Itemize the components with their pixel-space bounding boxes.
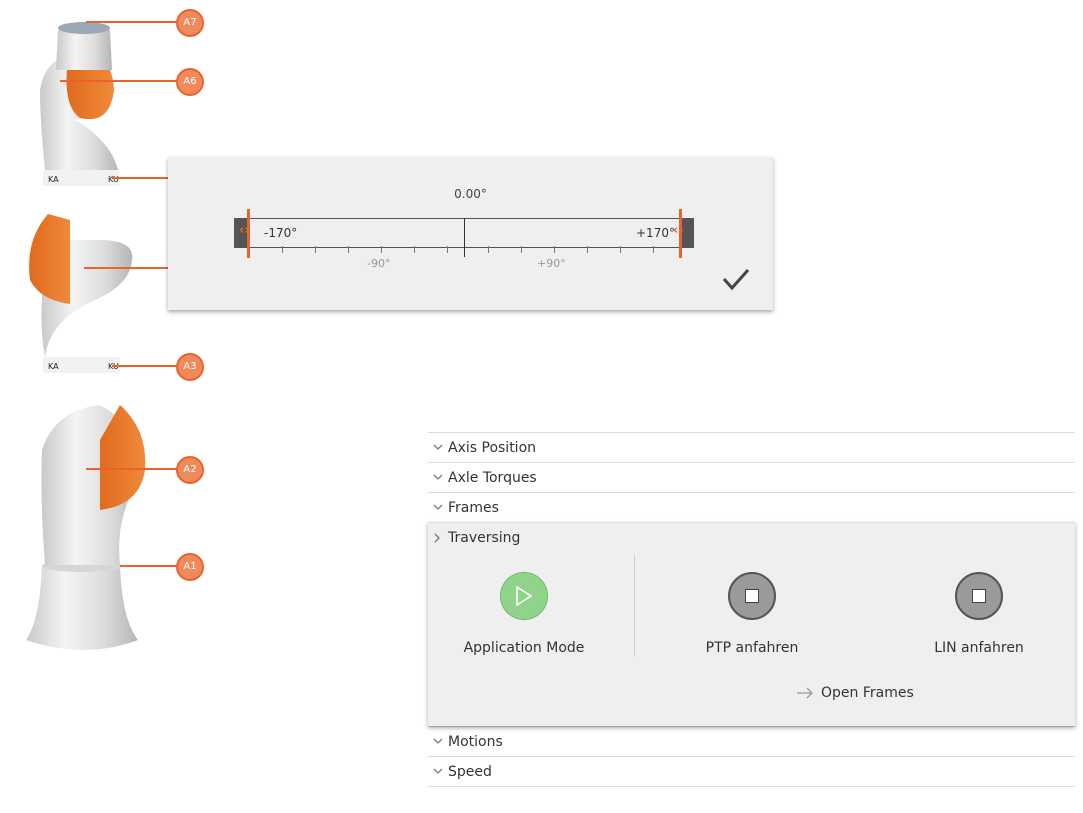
range-end-left: [234, 218, 249, 248]
chevron-down-icon: [428, 738, 447, 745]
tick-label-minus-90: -90°: [367, 257, 391, 270]
checkmark-icon[interactable]: [721, 264, 751, 294]
section-motions[interactable]: Motions: [428, 726, 1075, 756]
chevron-down-icon: [428, 444, 447, 451]
divider: [634, 555, 635, 657]
open-frames-label: Open Frames: [821, 685, 914, 701]
lin-anfahren-button[interactable]: LIN anfahren: [889, 572, 1069, 656]
axis-badge-a3[interactable]: A3: [176, 353, 204, 381]
max-handle-arrows-icon[interactable]: ‹›: [673, 223, 684, 238]
max-limit-label: +170°: [636, 226, 675, 240]
axis-badge-a2[interactable]: A2: [176, 456, 204, 484]
max-limit-handle[interactable]: [679, 209, 682, 258]
section-frames[interactable]: Frames: [428, 492, 1075, 522]
stop-icon: [728, 572, 776, 620]
section-axle-torques[interactable]: Axle Torques: [428, 462, 1075, 492]
application-mode-button[interactable]: Application Mode: [434, 572, 614, 656]
axis-badge-a7[interactable]: A7: [176, 9, 204, 37]
section-traversing-expanded: Traversing Application Mode PTP anfahren…: [428, 522, 1075, 726]
min-handle-arrows-icon[interactable]: ‹›: [239, 223, 250, 238]
chevron-down-icon: [428, 474, 447, 481]
button-label: PTP anfahren: [705, 640, 799, 656]
svg-text:KA: KA: [48, 175, 59, 184]
chevron-down-icon: [428, 504, 447, 511]
axis-badge-a6[interactable]: A6: [176, 68, 204, 96]
button-label: LIN anfahren: [934, 640, 1024, 656]
axis-range-panel: 0.00° ‹› ‹› -170° +170° -90° +90°: [168, 157, 773, 310]
section-label: Axle Torques: [448, 469, 537, 486]
ptp-anfahren-button[interactable]: PTP anfahren: [662, 572, 842, 656]
play-icon: [500, 572, 548, 620]
section-axis-position[interactable]: Axis Position: [428, 432, 1075, 462]
button-label: Application Mode: [463, 640, 585, 656]
brand-text-left: KA: [48, 362, 59, 371]
chevron-right-icon: [428, 533, 447, 543]
section-label: Motions: [448, 733, 503, 750]
min-limit-handle[interactable]: [247, 209, 250, 258]
stop-icon: [955, 572, 1003, 620]
svg-text:KU: KU: [108, 175, 119, 184]
accordion-panel: Axis Position Axle Torques Frames Traver…: [428, 432, 1075, 787]
robot-arm-illustration: KA KU KA KU: [26, 22, 146, 650]
current-axis-value: 0.00°: [454, 187, 487, 201]
axis-badge-a1[interactable]: A1: [176, 553, 204, 581]
tick-label-plus-90: +90°: [537, 257, 566, 270]
section-label: Frames: [448, 499, 499, 516]
section-speed[interactable]: Speed: [428, 756, 1075, 787]
section-traversing-header[interactable]: Traversing: [428, 523, 1075, 552]
min-limit-label: -170°: [264, 226, 298, 240]
section-label: Traversing: [448, 529, 521, 546]
chevron-down-icon: [428, 768, 447, 775]
section-label: Speed: [448, 763, 492, 780]
open-frames-link[interactable]: Open Frames: [796, 685, 914, 701]
range-end-right: [679, 218, 694, 248]
section-label: Axis Position: [448, 439, 537, 456]
arrow-right-icon: [797, 687, 813, 699]
center-tick: [464, 218, 465, 257]
